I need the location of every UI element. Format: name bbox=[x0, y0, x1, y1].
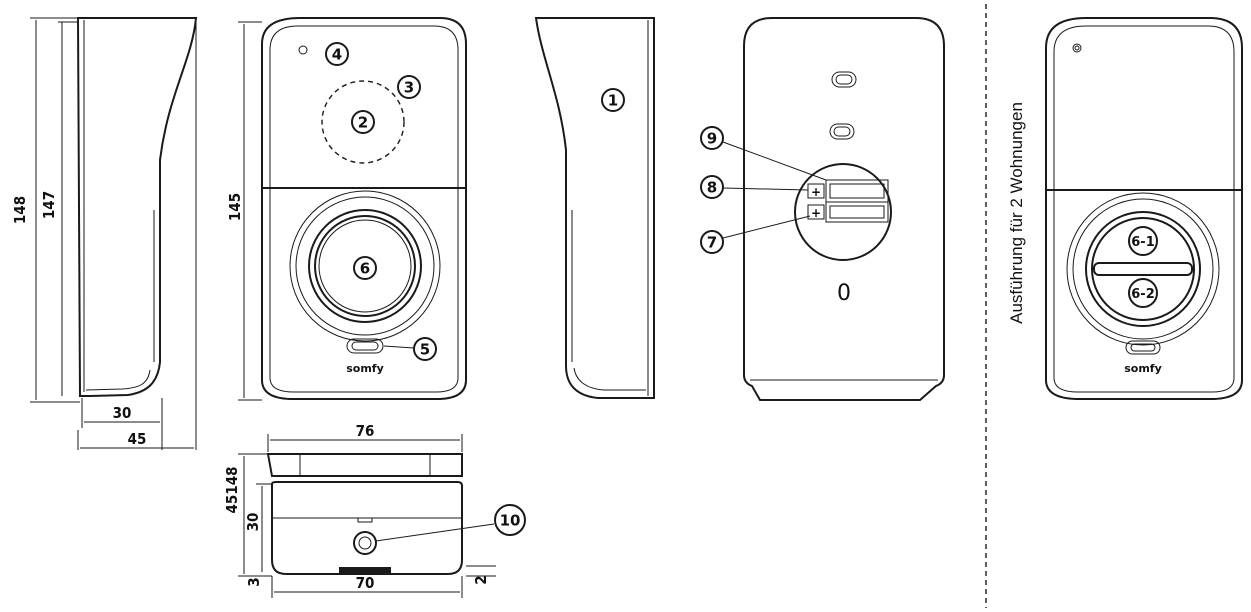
svg-text:1: 1 bbox=[608, 92, 618, 110]
back-view: 0 + + 9 8 7 bbox=[700, 17, 945, 401]
callout-6-1: 6-1 bbox=[1128, 226, 1158, 256]
side-view-left: 148 147 30 45 bbox=[11, 17, 198, 450]
terminal-block-detail: + + bbox=[794, 163, 892, 261]
callout-6: 6 bbox=[353, 256, 377, 280]
dim-top-offset-right-label: 2 bbox=[472, 575, 490, 584]
svg-text:6-1: 6-1 bbox=[1131, 235, 1155, 250]
svg-text:7: 7 bbox=[707, 234, 717, 252]
svg-text:5: 5 bbox=[420, 341, 430, 359]
dim-top-width-base-label: 70 bbox=[356, 574, 375, 592]
svg-text:6-2: 6-2 bbox=[1131, 287, 1155, 302]
dim-depth-total-label: 45 bbox=[128, 430, 147, 448]
svg-text:6: 6 bbox=[360, 260, 370, 278]
callout-5: 5 bbox=[383, 337, 437, 361]
dim-front-height-label: 145 bbox=[226, 193, 244, 221]
top-view: 10 76 45148 30 3 70 2 bbox=[223, 422, 526, 598]
dim-depth-base-label: 30 bbox=[113, 404, 132, 422]
screw-hole bbox=[353, 531, 377, 555]
front-view-two-apartments: 6-1 6-2 somfy bbox=[1045, 17, 1243, 400]
side-view-right: 1 bbox=[534, 17, 655, 399]
nameplate-light bbox=[346, 338, 384, 354]
callout-8: 8 bbox=[700, 175, 809, 199]
back-mark: 0 bbox=[837, 281, 851, 306]
callout-10: 10 bbox=[375, 504, 526, 542]
svg-text:2: 2 bbox=[358, 114, 368, 132]
callout-2: 2 bbox=[351, 110, 375, 134]
nameplate-light-two bbox=[1125, 340, 1161, 355]
dim-height-outer-label: 148 bbox=[11, 196, 29, 224]
brand-logo-two: somfy bbox=[1124, 362, 1162, 375]
svg-text:4: 4 bbox=[332, 46, 342, 64]
svg-text:10: 10 bbox=[500, 512, 521, 530]
led-indicator bbox=[298, 45, 308, 55]
callout-6-2: 6-2 bbox=[1128, 278, 1158, 308]
dim-top-depth-total-label: 45148 bbox=[223, 467, 241, 514]
dim-top-depth-body-label: 30 bbox=[244, 513, 262, 532]
brand-logo-front: somfy bbox=[346, 362, 384, 375]
front-view: somfy 145 4 3 2 6 5 bbox=[226, 17, 467, 401]
mounting-slot-top bbox=[831, 71, 857, 88]
led-indicator-two bbox=[1072, 43, 1082, 53]
dim-height-inner-label: 147 bbox=[40, 191, 58, 219]
callout-9: 9 bbox=[700, 126, 827, 181]
terminal-plus-bottom: + bbox=[811, 206, 821, 220]
svg-text:9: 9 bbox=[707, 130, 717, 148]
callout-7: 7 bbox=[700, 215, 811, 254]
call-buttons-double bbox=[1066, 192, 1220, 346]
dim-top-offset-left-label: 3 bbox=[245, 577, 263, 586]
callout-4: 4 bbox=[325, 42, 349, 66]
camera-area bbox=[321, 80, 405, 164]
mounting-slot-middle bbox=[829, 123, 855, 140]
call-button bbox=[289, 190, 441, 342]
svg-text:8: 8 bbox=[707, 179, 717, 197]
callout-3: 3 bbox=[397, 75, 421, 99]
dim-top-width-label: 76 bbox=[356, 422, 375, 440]
svg-text:3: 3 bbox=[404, 79, 414, 97]
variant-note: Ausführung für 2 Wohnungen bbox=[1007, 102, 1026, 324]
callout-1: 1 bbox=[601, 88, 625, 112]
terminal-plus-top: + bbox=[811, 185, 821, 199]
